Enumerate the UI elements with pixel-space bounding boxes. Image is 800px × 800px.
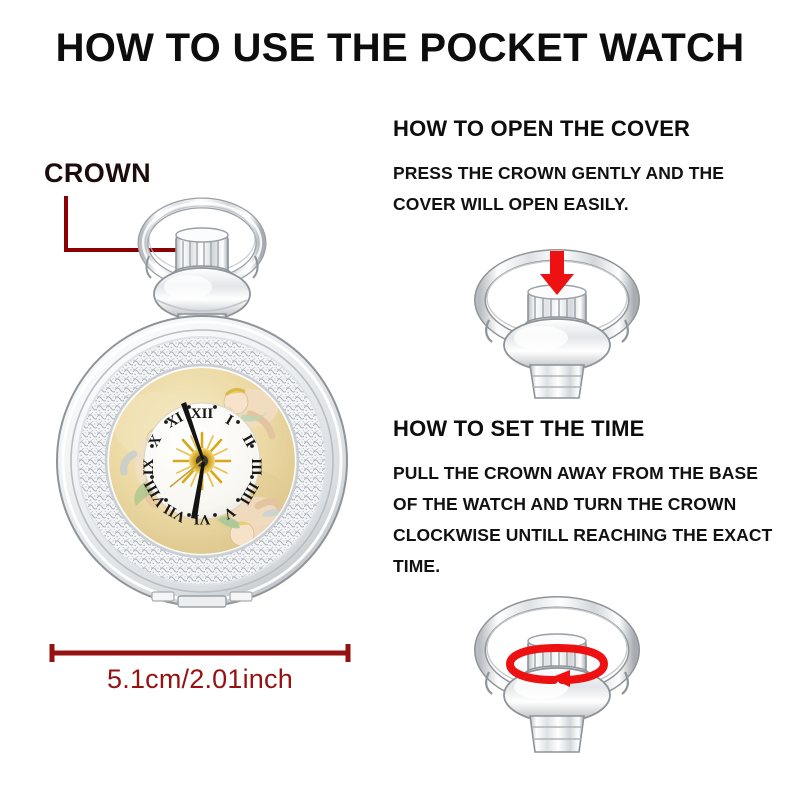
- svg-text:III: III: [248, 458, 264, 476]
- diagram-rotate-crown: [462, 592, 652, 757]
- rotate-clockwise-arrow-icon: [505, 644, 609, 687]
- watch-hinge: [151, 591, 253, 608]
- svg-text:VI: VI: [194, 511, 211, 527]
- section-set-time-heading: HOW TO SET THE TIME: [393, 416, 645, 441]
- svg-text:IX: IX: [141, 458, 157, 475]
- section-open-cover-heading: HOW TO OPEN THE COVER: [393, 116, 691, 141]
- svg-text:XI: XI: [164, 409, 187, 431]
- watch-pendant: [153, 267, 251, 321]
- section-set-time-body: PULL THE CROWN AWAY FROM THE BASE OF THE…: [393, 463, 773, 576]
- inset2-stem: [529, 715, 585, 753]
- section-set-time: HOW TO SET THE TIME PULL THE CROWN AWAY …: [393, 416, 785, 582]
- dimension-label: 5.1cm/2.01inch: [107, 664, 293, 694]
- press-down-arrow-icon: [540, 251, 574, 295]
- dimension-line: [49, 644, 351, 662]
- svg-text:XII: XII: [191, 406, 214, 422]
- inset1-stem: [529, 364, 585, 399]
- watch-hands: [169, 402, 205, 519]
- diagram-press-crown: [462, 248, 652, 403]
- inset1-pendant: [503, 318, 611, 372]
- page-title: HOW TO USE THE POCKET WATCH: [55, 26, 745, 70]
- section-open-cover: HOW TO OPEN THE COVER PRESS THE CROWN GE…: [393, 116, 785, 220]
- pocket-watch-illustration: XII I II III IIII V VI VII VIII IX X XI: [52, 196, 352, 616]
- crown-callout-label: CROWN: [44, 158, 151, 188]
- section-open-cover-body: PRESS THE CROWN GENTLY AND THE COVER WIL…: [393, 163, 724, 214]
